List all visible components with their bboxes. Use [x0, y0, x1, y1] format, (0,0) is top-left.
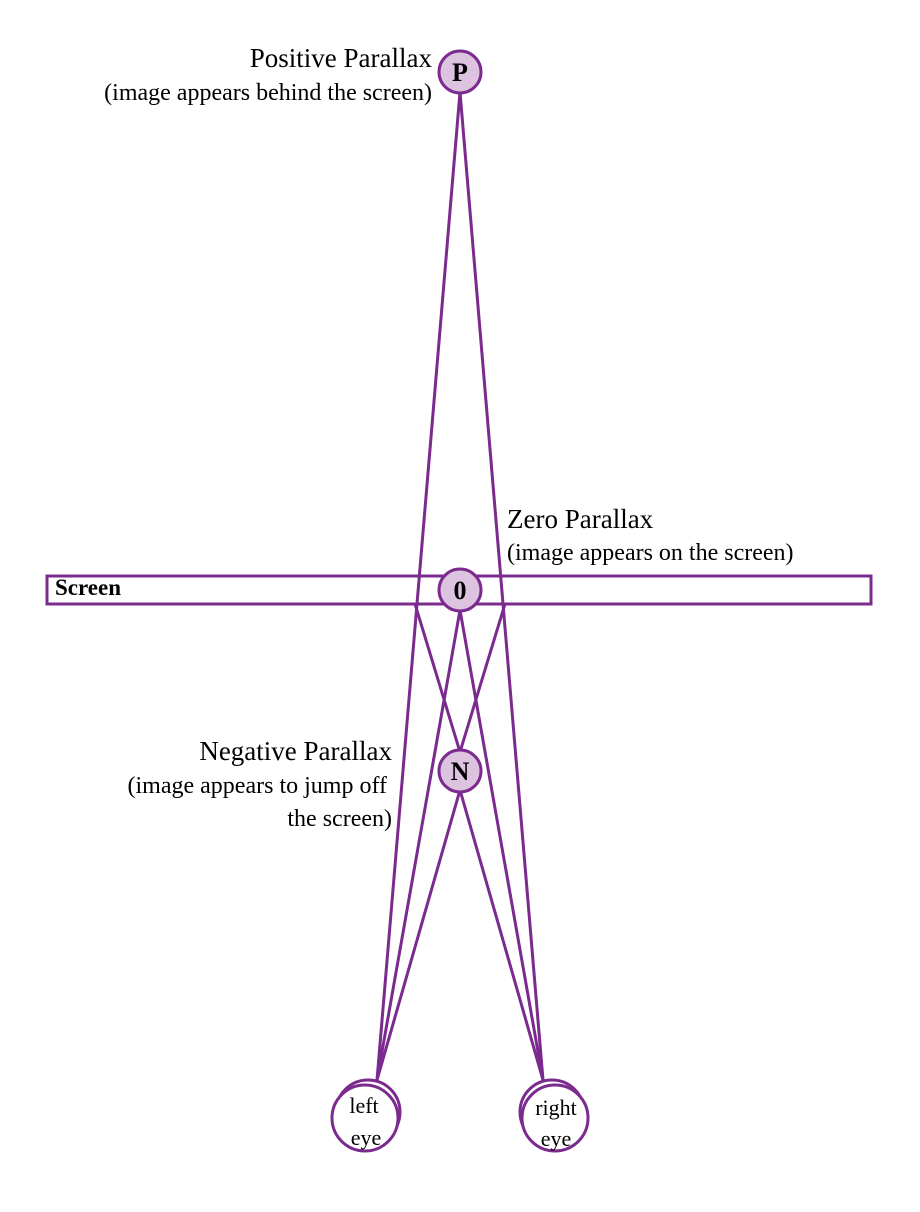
sight-line-right-N-to-screen	[413, 603, 462, 753]
sight-line-left-to-0	[375, 609, 462, 1081]
node-P: P	[437, 49, 483, 95]
negative-parallax-title: Negative Parallax	[199, 736, 392, 766]
node-zero-letter: 0	[454, 576, 467, 605]
sight-lines	[375, 91, 545, 1081]
positive-parallax-title: Positive Parallax	[249, 43, 432, 73]
negative-parallax-subtitle-line1: (image appears to jump off	[127, 773, 387, 799]
node-P-letter: P	[452, 58, 468, 87]
left-eye-line1: left	[349, 1093, 378, 1118]
zero-parallax-title: Zero Parallax	[507, 504, 654, 534]
zero-parallax-subtitle: (image appears on the screen)	[507, 540, 794, 566]
right-eye-line2: eye	[541, 1126, 572, 1151]
negative-parallax-subtitle-line2: the screen)	[287, 806, 392, 832]
node-zero: 0	[437, 567, 483, 613]
sight-line-left-to-N	[375, 789, 462, 1081]
node-N-letter: N	[451, 757, 470, 786]
screen-label: Screen	[55, 575, 122, 600]
node-N: N	[437, 748, 483, 794]
left-eye-line2: eye	[351, 1125, 382, 1150]
left-eye: left eye	[330, 1078, 402, 1153]
sight-line-left-N-to-screen	[458, 603, 507, 753]
sight-line-right-to-N	[458, 789, 545, 1081]
sight-line-left-to-P	[375, 91, 462, 1081]
sight-line-right-to-P	[458, 91, 545, 1081]
sight-line-right-to-0	[458, 609, 545, 1081]
right-eye-line1: right	[535, 1095, 577, 1120]
positive-parallax-subtitle: (image appears behind the screen)	[104, 80, 432, 106]
right-eye: right eye	[518, 1078, 590, 1153]
